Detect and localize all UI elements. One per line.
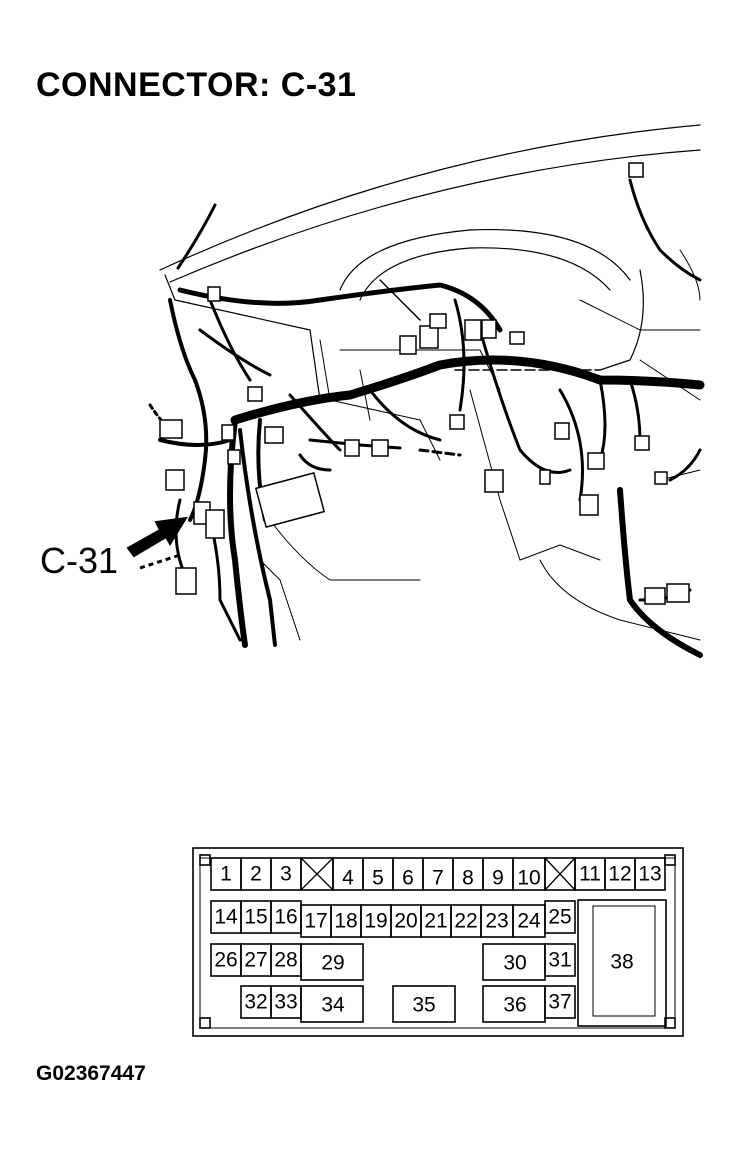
pin-label: 33 [274, 991, 297, 1014]
pin-label: 29 [321, 952, 344, 975]
pin-label: 17 [304, 910, 327, 933]
pin-label: 19 [364, 910, 387, 933]
pin-label: 26 [214, 949, 237, 972]
pin-label: 5 [372, 867, 384, 890]
pin-label: 20 [394, 910, 417, 933]
pin-label: 11 [579, 863, 601, 886]
pin-label: 36 [503, 994, 526, 1017]
page-title: CONNECTOR: C-31 [36, 66, 357, 104]
pin-label: 9 [492, 867, 504, 890]
pin-label: 2 [250, 863, 262, 886]
pin-label: 18 [334, 910, 357, 933]
pin-label: 28 [274, 949, 297, 972]
pin-label: 22 [454, 910, 477, 933]
pin-label: 14 [214, 906, 238, 929]
pin-label: 30 [503, 952, 526, 975]
pin-label: 23 [485, 910, 508, 933]
pin-label: 6 [402, 867, 414, 890]
pin-label: 37 [548, 991, 571, 1014]
pin-label: 12 [608, 863, 631, 886]
figure-id: G02367447 [36, 1062, 146, 1085]
dashboard-wiring-illustration [126, 124, 705, 658]
pin-label: 38 [610, 951, 633, 974]
pin-label: 13 [638, 863, 661, 886]
pin-label: 3 [280, 863, 292, 886]
pin-label: 10 [517, 867, 540, 890]
pin-label: 8 [462, 867, 474, 890]
pin-label: 24 [517, 910, 541, 933]
pin-label: 25 [548, 906, 571, 929]
connector-callout-label: C-31 [40, 540, 119, 581]
pin-label: 15 [244, 906, 267, 929]
pin-label: 34 [321, 994, 345, 1017]
pin-label: 7 [432, 867, 444, 890]
pin-label: 21 [424, 910, 447, 933]
pin-label: 1 [220, 863, 232, 886]
pin-label: 35 [412, 994, 435, 1017]
pin-label: 27 [244, 949, 267, 972]
pin-label: 16 [274, 906, 297, 929]
pin-label: 4 [342, 867, 354, 890]
pin-label: 31 [548, 949, 571, 972]
pin-label: 32 [244, 991, 267, 1014]
